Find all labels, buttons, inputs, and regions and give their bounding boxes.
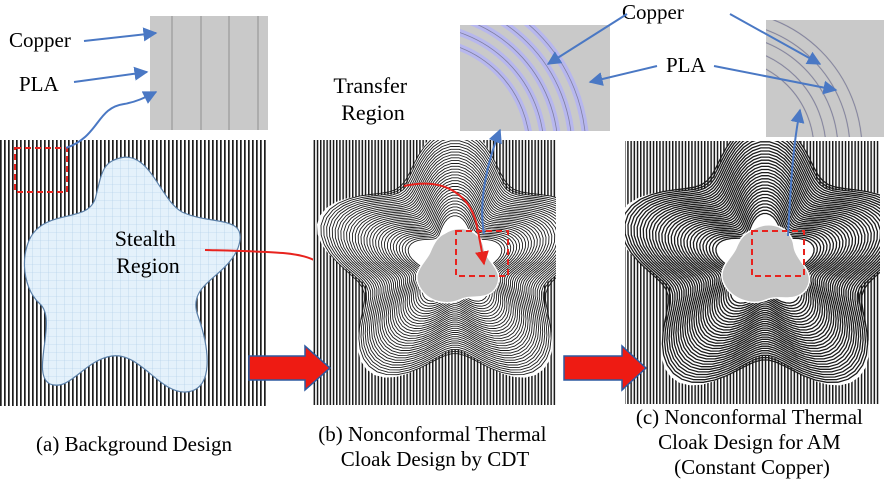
pla-pointer-b [588,65,658,86]
cloak-contour-line [642,141,880,365]
zoom-pointer-c [787,108,805,237]
cloak-contour-line [625,141,880,381]
cloak-contour-line [395,203,515,312]
cloak-contour-line [633,141,880,373]
cloak-contour-line [676,175,854,336]
background-design-panel [0,140,268,406]
pla-label-c: PLA [666,53,707,77]
cloak-contour-line [326,140,556,371]
caption-c: (c) Nonconformal Thermal Cloak Design fo… [636,405,868,479]
cloak-contour-line [680,178,850,334]
cloak-contour-line [689,187,841,326]
cloak-contour-line [686,184,844,328]
cloak-contour-line [636,141,880,370]
copper-pointer-c [729,13,822,65]
zoom-inset-b [460,25,610,131]
selection-box-a [14,147,68,193]
copper-pointer-b [546,13,628,65]
cloak-contour-line [651,150,879,357]
cloak-contour-line [702,200,828,315]
cloak-contour-line [398,206,512,310]
zoom-inset-c [766,20,884,137]
selection-box-b [455,230,509,277]
zoom-pointer-b [481,128,502,235]
cloak-contour-line [337,146,556,361]
caption-a: (a) Background Design [36,432,232,456]
cloak-contour-line [381,188,529,325]
cloak-contour-line [331,140,556,366]
flow-arrow-2 [563,344,648,392]
cloak-contour-line [329,140,556,368]
pla-pointer-a [73,66,149,83]
am-cloak-panel [625,141,880,404]
transfer-region-label: Transfer Region [333,73,412,125]
cloak-contour-line [346,154,556,354]
cloak-contour-line [670,168,860,342]
transfer-pointer [403,182,489,266]
transfer-core-c [721,224,811,304]
cloak-contour-line [683,181,847,331]
cloak-contour-line [349,157,556,351]
copper-label-a: Copper [9,28,71,52]
cloak-contour-line [705,203,825,312]
zoom-pointer-a [65,91,158,149]
cloak-contour-line [648,147,880,360]
cloak-contour-line [343,151,556,356]
pla-pointer-c [713,65,838,95]
cloak-contour-line [625,141,880,383]
cloak-contour-line [661,159,869,350]
cloak-contour-line [389,197,521,317]
cloak-contour-line [340,148,556,359]
cloak-contour-line [372,180,538,332]
cloak-contour-line [673,171,857,339]
cloak-contour-line [351,160,556,349]
cloak-contour-line [323,140,556,373]
selection-box-c [751,230,805,277]
cloak-contour-line [386,194,524,320]
cloak-contour-line [366,174,544,337]
stealth-region-label: Stealth Region [115,226,182,278]
stealth-region-shape [23,156,241,393]
zoom-inset-a [150,16,268,130]
cloak-contour-line [658,156,872,352]
flow-arrow-1 [248,344,332,392]
cloak-contour-line [360,168,550,342]
cloak-contour-line [369,177,541,334]
cloak-contour-line [667,165,863,344]
cloak-contour-line [320,140,556,376]
cloak-contour-line [383,191,527,322]
cloak-contour-line [630,141,880,376]
pla-label-a: PLA [19,72,60,96]
cloak-contour-line [363,171,547,339]
copper-label-c: Copper [622,0,684,24]
cloak-contour-line [692,190,838,323]
copper-pointer-a [83,27,158,42]
cdt-cloak-panel [313,140,556,405]
cloak-contour-line [357,165,553,344]
cloak-contour-line [639,141,880,368]
transfer-core-b [416,227,500,304]
cloak-contour-line [645,144,880,363]
cloak-contour-line [627,141,880,378]
cloak-contour-line [334,143,556,364]
cloak-contour-line [354,163,556,347]
cloak-contour-line [655,153,875,355]
cloak-contour-line [664,162,866,347]
caption-b: (b) Nonconformal Thermal Cloak Design by… [318,422,551,471]
